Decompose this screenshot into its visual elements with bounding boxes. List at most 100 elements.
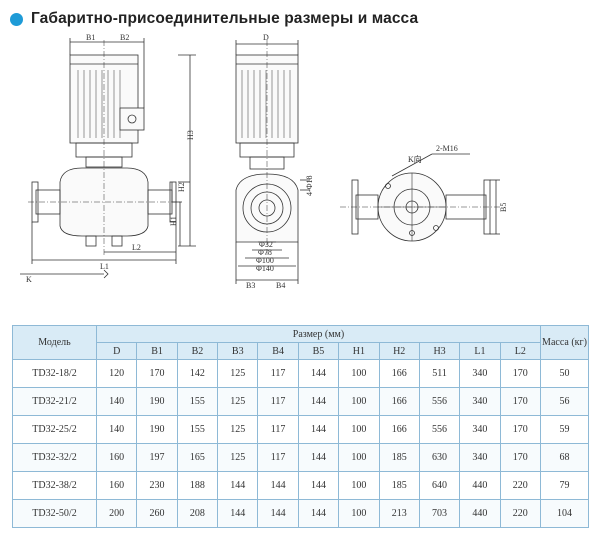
value-cell: 100 — [338, 499, 380, 528]
model-cell: TD32-18/2 — [12, 359, 97, 388]
model-cell: TD32-32/2 — [12, 443, 97, 472]
value-cell: 170 — [499, 415, 542, 444]
value-cell: 117 — [257, 415, 299, 444]
value-cell: 155 — [176, 415, 219, 444]
value-cell: 125 — [217, 415, 259, 444]
value-cell: 144 — [297, 471, 340, 500]
value-cell: 185 — [378, 471, 420, 500]
value-cell: 260 — [136, 499, 178, 528]
value-cell: 213 — [378, 499, 420, 528]
value-cell: 160 — [95, 471, 138, 500]
mass-header: Масса (кг) — [540, 325, 589, 360]
label-h3: H3 — [186, 130, 195, 140]
col-header-b2: B2 — [176, 342, 219, 360]
value-cell: 160 — [95, 443, 138, 472]
value-cell: 166 — [378, 387, 420, 416]
value-cell: 200 — [95, 499, 138, 528]
label-d100: Φ100 — [256, 256, 274, 265]
value-cell: 100 — [338, 443, 380, 472]
value-cell: 185 — [378, 443, 420, 472]
col-header-b5: B5 — [297, 342, 340, 360]
value-cell: 170 — [499, 387, 542, 416]
label-k: K — [26, 275, 32, 284]
label-b4: B4 — [276, 281, 285, 290]
model-cell: TD32-38/2 — [12, 471, 97, 500]
label-d140: Φ140 — [256, 264, 274, 273]
model-cell: TD32-21/2 — [12, 387, 97, 416]
value-cell: 142 — [176, 359, 219, 388]
technical-drawing: B1 B2 H3 H2 H1 L2 L1 K D 4-Φ18 Φ32 Φ78 Φ… — [0, 30, 601, 292]
dimensions-table-wrapper: Модель Размер (мм) Масса (кг) D B1 B2 B3… — [12, 325, 589, 528]
value-cell: 190 — [136, 415, 178, 444]
col-header-h2: H2 — [378, 342, 420, 360]
value-cell: 140 — [95, 415, 138, 444]
label-k-view: K向 — [408, 154, 422, 164]
value-cell: 144 — [217, 499, 259, 528]
value-cell: 100 — [338, 415, 380, 444]
section-header: Габаритно-присоединительные размеры и ма… — [10, 6, 418, 32]
value-cell: 220 — [499, 471, 542, 500]
page-title: Габаритно-присоединительные размеры и ма… — [31, 10, 419, 27]
value-cell: 170 — [499, 443, 542, 472]
label-b1: B1 — [86, 33, 95, 42]
label-l2: L2 — [132, 243, 141, 252]
value-cell: 230 — [136, 471, 178, 500]
value-cell: 117 — [257, 359, 299, 388]
value-cell: 170 — [136, 359, 178, 388]
label-4-d18: 4-Φ18 — [305, 175, 314, 196]
value-cell: 511 — [418, 359, 461, 388]
col-header-b3: B3 — [217, 342, 259, 360]
value-cell: 440 — [459, 499, 501, 528]
mass-cell: 68 — [540, 443, 589, 472]
size-header: Размер (мм) — [96, 325, 541, 343]
value-cell: 144 — [297, 359, 340, 388]
value-cell: 630 — [418, 443, 461, 472]
value-cell: 220 — [499, 499, 542, 528]
side-view — [235, 40, 310, 284]
model-cell: TD32-25/2 — [12, 415, 97, 444]
label-2-m16: 2-M16 — [436, 144, 458, 153]
label-h2: H2 — [177, 182, 186, 192]
value-cell: 166 — [378, 359, 420, 388]
front-view — [20, 38, 196, 279]
value-cell: 117 — [257, 443, 299, 472]
col-header-l1: L1 — [459, 342, 501, 360]
value-cell: 144 — [297, 499, 340, 528]
dimension-labels: B1 B2 H3 H2 H1 L2 L1 K D 4-Φ18 Φ32 Φ78 Φ… — [26, 33, 508, 290]
mass-cell: 59 — [540, 415, 589, 444]
value-cell: 703 — [418, 499, 461, 528]
label-h1: H1 — [169, 216, 178, 226]
value-cell: 556 — [418, 415, 461, 444]
value-cell: 640 — [418, 471, 461, 500]
label-b3: B3 — [246, 281, 255, 290]
model-cell: TD32-50/2 — [12, 499, 97, 528]
value-cell: 100 — [338, 471, 380, 500]
value-cell: 165 — [176, 443, 219, 472]
col-header-b1: B1 — [136, 342, 178, 360]
value-cell: 188 — [176, 471, 219, 500]
value-cell: 144 — [217, 471, 259, 500]
value-cell: 125 — [217, 359, 259, 388]
value-cell: 100 — [338, 359, 380, 388]
value-cell: 340 — [459, 415, 501, 444]
value-cell: 144 — [257, 471, 299, 500]
label-d78: Φ78 — [258, 248, 272, 257]
value-cell: 125 — [217, 443, 259, 472]
col-header-b4: B4 — [257, 342, 299, 360]
col-header-d: D — [95, 342, 138, 360]
col-header-h1: H1 — [338, 342, 380, 360]
col-header-h3: H3 — [418, 342, 461, 360]
value-cell: 208 — [176, 499, 219, 528]
label-d32: Φ32 — [259, 240, 273, 249]
dimensions-table: Модель Размер (мм) Масса (кг) D B1 B2 B3… — [12, 325, 589, 528]
value-cell: 140 — [95, 387, 138, 416]
value-cell: 440 — [459, 471, 501, 500]
value-cell: 197 — [136, 443, 178, 472]
value-cell: 125 — [217, 387, 259, 416]
mass-cell: 56 — [540, 387, 589, 416]
